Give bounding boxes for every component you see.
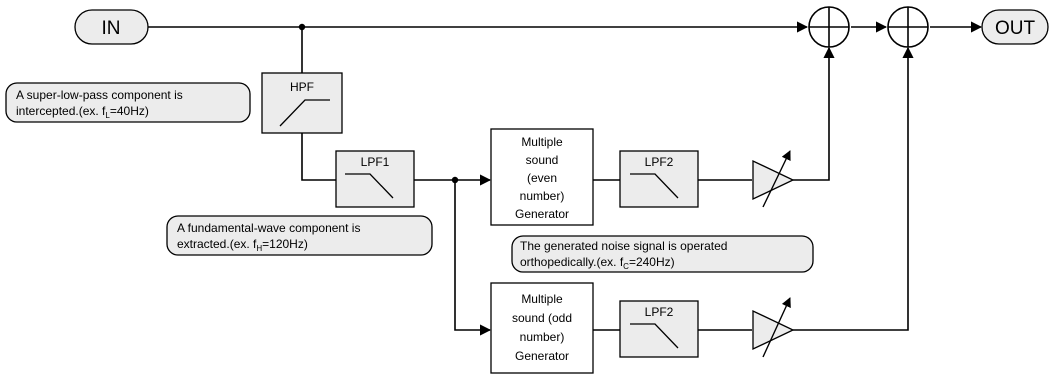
gen-odd-line-2: sound (odd <box>512 311 572 325</box>
gen-odd-line-4: Generator <box>515 349 569 363</box>
gen-even-line-5: Generator <box>515 207 569 221</box>
even-harmonic-generator-block: Multiple sound (even number) Generator <box>490 128 594 226</box>
hpf-label: HPF <box>290 80 314 94</box>
lpf1-note-line-1: A fundamental-wave component is <box>177 221 360 235</box>
input-terminal: IN <box>74 9 149 45</box>
gen-even-line-3: (even <box>527 171 557 185</box>
lpf2-note-line-2: orthopedically.(ex. fC=240Hz) <box>520 255 675 271</box>
hpf-note: A super-low-pass component is intercepte… <box>5 82 251 123</box>
summing-junction-icon <box>887 6 929 48</box>
gen-even-line-4: number) <box>520 189 565 203</box>
output-terminal: OUT <box>981 9 1049 45</box>
lpf1-note: A fundamental-wave component is extracte… <box>166 215 433 256</box>
signal-wires <box>148 21 983 336</box>
gen-odd-line-3: number) <box>520 330 565 344</box>
variable-gain-amplifier-icon <box>752 150 795 208</box>
lpf2-odd-block: LPF2 <box>619 300 699 358</box>
low-pass-response-icon <box>345 173 394 199</box>
odd-harmonic-generator-block: Multiple sound (odd number) Generator <box>490 282 594 374</box>
output-terminal-label: OUT <box>995 18 1036 39</box>
wire-hpf-to-lpf1 <box>301 133 336 181</box>
lpf2-even-label: LPF2 <box>645 155 674 169</box>
hpf-note-line-2: intercepted.(ex. fL=40Hz) <box>16 104 149 120</box>
lpf1-label: LPF1 <box>361 155 390 169</box>
lpf1-note-line-2: extracted.(ex. fH=120Hz) <box>177 237 308 253</box>
wire-amp-odd-to-adder2 <box>793 46 914 331</box>
lpf1-block: LPF1 <box>335 150 415 208</box>
lpf2-even-block: LPF2 <box>619 150 699 208</box>
lpf2-note-line-1: The generated noise signal is operated <box>520 239 727 253</box>
gen-even-line-1: Multiple <box>521 135 563 149</box>
gen-odd-line-1: Multiple <box>521 292 563 306</box>
wire-amp-even-to-adder1 <box>793 46 835 181</box>
hpf-block: HPF <box>261 72 343 134</box>
low-pass-response-icon <box>630 173 679 199</box>
high-pass-response-icon <box>279 99 330 127</box>
gen-even-line-2: sound <box>526 153 559 167</box>
lpf2-note: The generated noise signal is operated o… <box>511 235 814 273</box>
low-pass-response-icon <box>630 323 679 349</box>
variable-gain-amplifier-icon <box>752 297 795 358</box>
wire-split-to-gen-odd <box>454 180 492 336</box>
input-terminal-label: IN <box>102 18 121 39</box>
summing-junction-icon <box>808 6 850 48</box>
hpf-note-line-1: A super-low-pass component is <box>16 88 183 102</box>
lpf2-odd-label: LPF2 <box>645 305 674 319</box>
